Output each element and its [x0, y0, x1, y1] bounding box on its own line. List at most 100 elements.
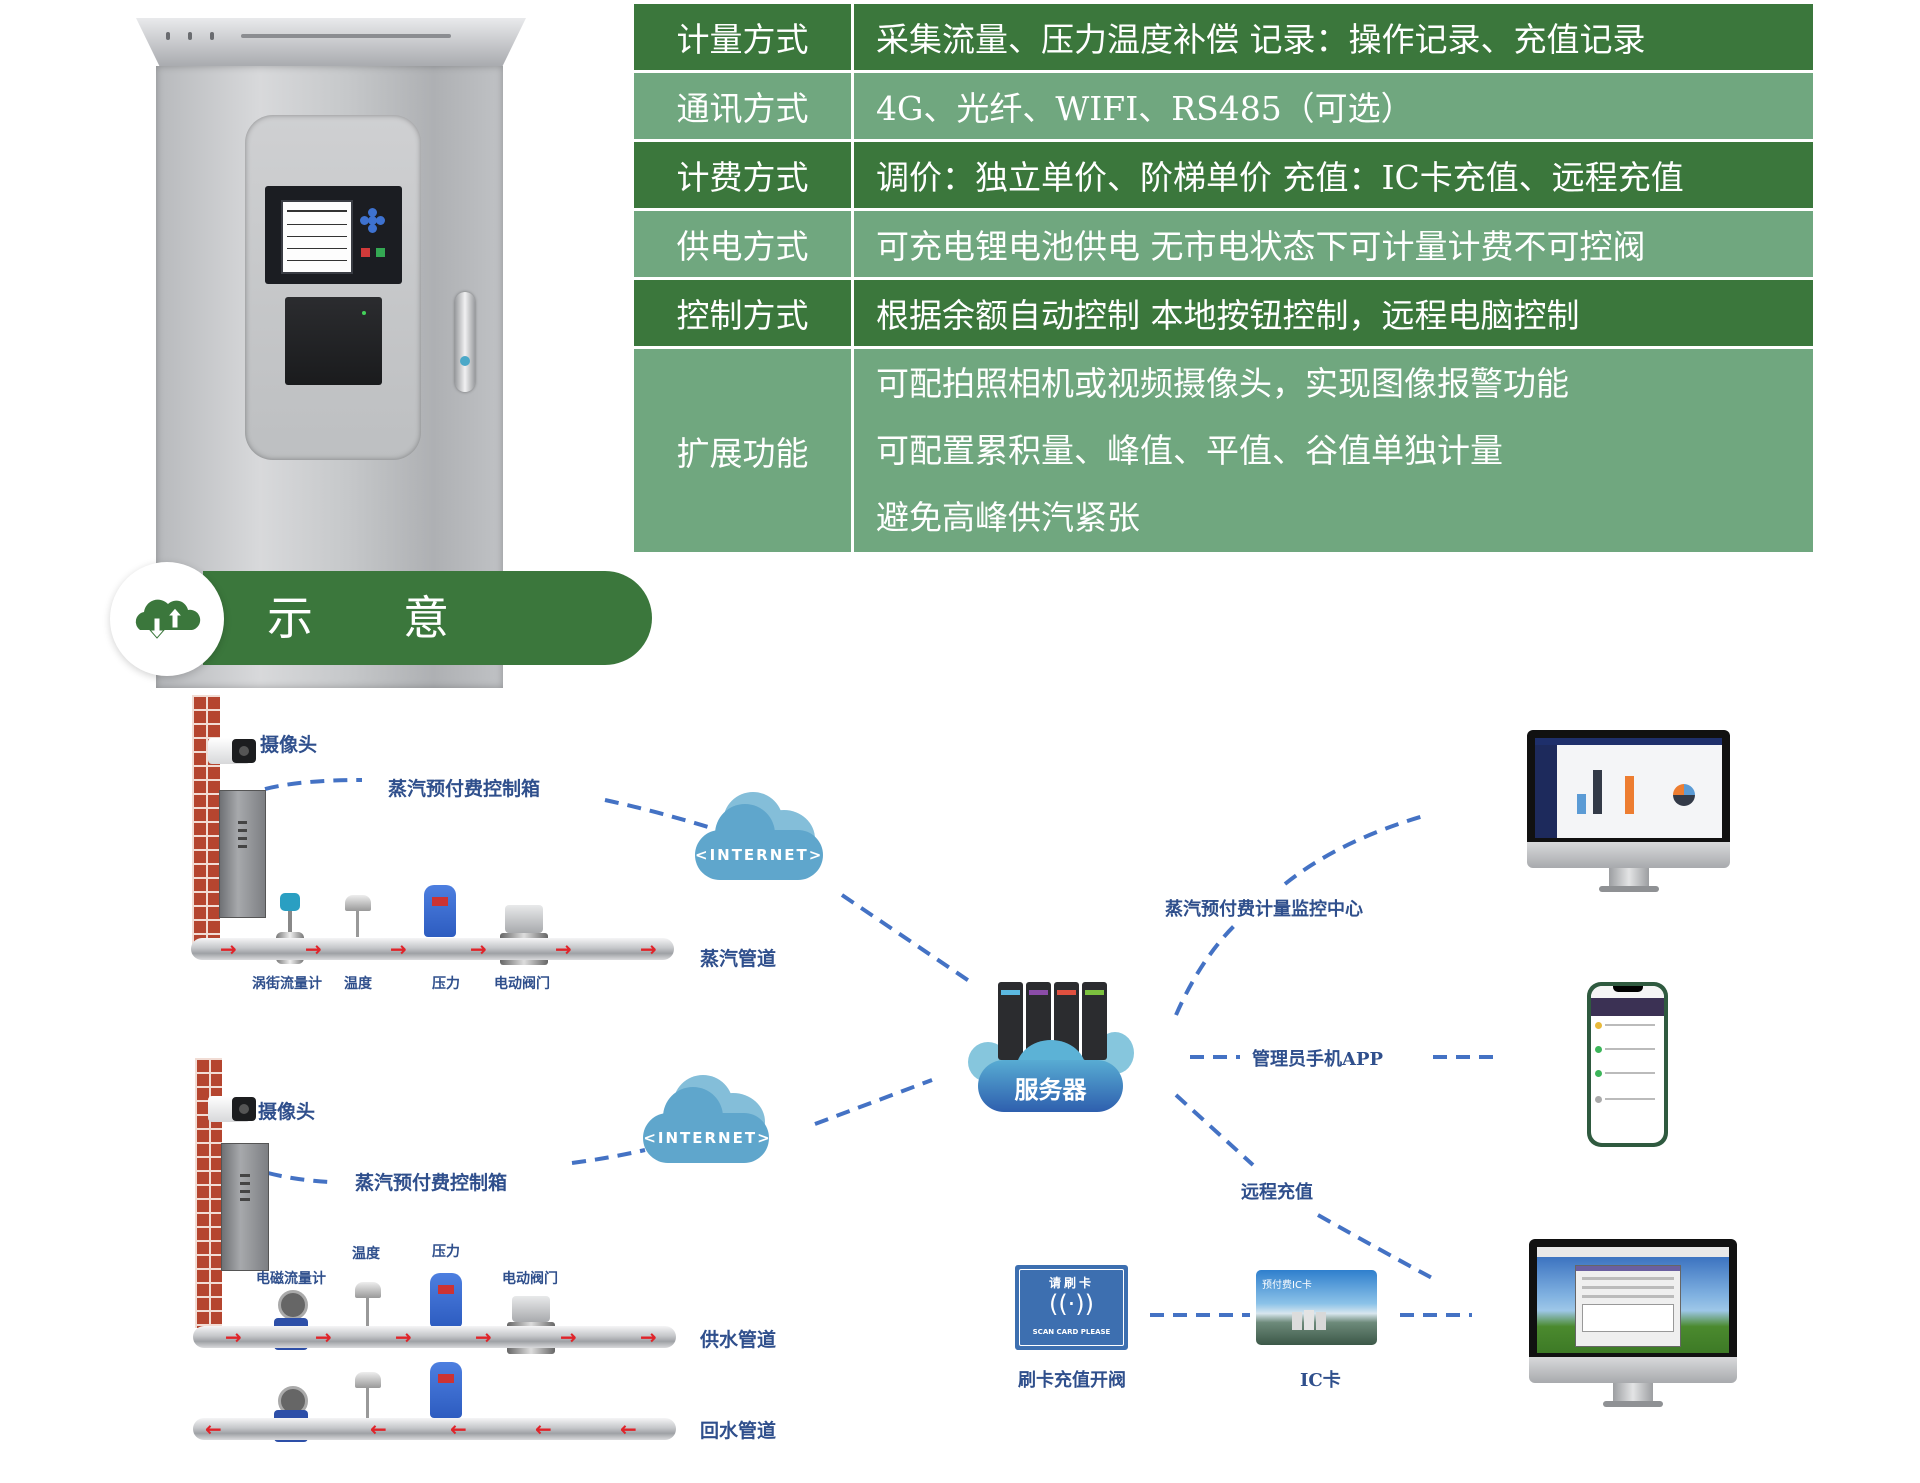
spec-value: 根据余额自动控制 本地按钮控制，远程电脑控制 [854, 280, 1813, 349]
chart-bar [1593, 770, 1602, 814]
electromagnetic-flowmeter-icon [278, 1290, 308, 1320]
nfc-wave-icon: ((·)) [1048, 1290, 1095, 1318]
spec-label: 扩展功能 [634, 349, 854, 555]
internet-cloud: <INTERNET> [643, 1075, 772, 1163]
link-server-remote [1174, 1093, 1255, 1167]
camera-icon [208, 1096, 256, 1122]
chart-bar [1577, 794, 1586, 814]
return-water-pipe [193, 1418, 676, 1440]
flow-arrow-icon: → [475, 1325, 492, 1349]
internet-label: <INTERNET> [695, 846, 824, 864]
cabinet-roof [136, 18, 526, 66]
instrument-label: 涡街流量计 [252, 976, 322, 992]
pressure-transmitter-icon [430, 1362, 462, 1418]
card-reader-label: 刷卡充值开阀 [1018, 1370, 1126, 1391]
internet-cloud: <INTERNET> [695, 792, 823, 880]
admin-phone [1587, 982, 1668, 1147]
card-reader-subtitle: SCAN CARD PLEASE [1032, 1328, 1111, 1336]
temperature-sensor-icon [345, 895, 371, 937]
link-box2-cloud [571, 1148, 646, 1165]
spec-value: 采集流量、压力温度补偿 记录：操作记录、充值记录 [854, 4, 1813, 73]
electric-valve-actuator-icon [505, 905, 543, 933]
flow-arrow-icon: → [390, 937, 407, 961]
camera-label: 摄像头 [260, 734, 318, 756]
flow-arrow-icon: ← [620, 1417, 637, 1441]
instrument-label: 压力 [432, 1244, 460, 1260]
server-label: 服务器 [1014, 1075, 1087, 1104]
spec-label: 计量方式 [634, 4, 854, 73]
supply-pipe-label: 供水管道 [700, 1329, 777, 1351]
flow-arrow-icon: → [395, 1325, 412, 1349]
recharge-dialog [1575, 1265, 1681, 1347]
control-box-label: 蒸汽预付费控制箱 [355, 1172, 508, 1194]
chart-bar [1625, 776, 1634, 814]
start-button-icon [376, 248, 385, 257]
spec-row: 计费方式调价：独立单价、阶梯单价 充值：IC卡充值、远程充值 [634, 142, 1813, 211]
supply-water-pipe [193, 1326, 676, 1348]
camera-icon [208, 738, 256, 764]
ic-card-reader [285, 297, 382, 385]
ic-card-label: IC卡 [1300, 1370, 1341, 1391]
flow-arrow-icon: → [640, 1325, 657, 1349]
camera-label: 摄像头 [258, 1101, 316, 1123]
admin-app-label: 管理员手机APP [1252, 1049, 1384, 1070]
spec-value: 调价：独立单价、阶梯单价 充值：IC卡充值、远程充值 [854, 142, 1813, 211]
flow-arrow-icon: ← [205, 1417, 222, 1441]
recharge-computer [1529, 1239, 1737, 1407]
internet-label: <INTERNET> [643, 1129, 772, 1147]
spec-row: 计量方式采集流量、压力温度补偿 记录：操作记录、充值记录 [634, 4, 1813, 73]
recharge-screen [1537, 1247, 1729, 1353]
phone-screen [1591, 986, 1664, 1143]
spec-label: 通讯方式 [634, 73, 854, 142]
flow-arrow-icon: ← [535, 1417, 552, 1441]
pressure-transmitter-icon [424, 885, 456, 937]
spec-row: 扩展功能可配拍照相机或视频摄像头，实现图像报警功能可配置累积量、峰值、平值、谷值… [634, 349, 1813, 555]
instrument-label: 电动阀门 [502, 1271, 558, 1287]
remote-recharge-label: 远程充值 [1241, 1182, 1313, 1203]
flow-arrow-icon: ← [370, 1417, 387, 1441]
link-remote-monitor [1317, 1213, 1433, 1280]
door-handle-icon [455, 292, 475, 392]
spec-value: 4G、光纤、WIFI、RS485（可选） [854, 73, 1813, 142]
instrument-label: 温度 [352, 1246, 380, 1262]
spec-row: 供电方式可充电锂电池供电 无市电状态下可计量计费不可控阀 [634, 211, 1813, 280]
spec-label: 控制方式 [634, 280, 854, 349]
link-box1-label [264, 778, 363, 791]
temperature-sensor-icon [355, 1282, 381, 1330]
instrument-label: 压力 [432, 976, 460, 992]
flow-arrow-icon: → [640, 937, 657, 961]
lcd-screen [281, 200, 353, 274]
link-box2-label [267, 1171, 331, 1184]
flow-arrow-icon: → [220, 937, 237, 961]
server-cloud: 服务器 [968, 982, 1134, 1117]
flow-arrow-icon: → [315, 1325, 332, 1349]
section-title: 示意图 [267, 591, 539, 739]
link-box1-cloud [604, 798, 719, 832]
temperature-sensor-icon [355, 1372, 381, 1420]
monitoring-center-computer [1527, 730, 1730, 892]
brick-wall [192, 695, 220, 950]
spec-label: 供电方式 [634, 211, 854, 280]
controller-display [265, 186, 402, 284]
ic-card: 预付费IC卡 [1256, 1270, 1377, 1345]
link-cloud1-server [840, 893, 977, 987]
spec-value: 可配拍照相机或视频摄像头，实现图像报警功能可配置累积量、峰值、平值、谷值单独计量… [854, 349, 1813, 555]
flow-arrow-icon: → [555, 937, 572, 961]
spec-value-line: 可配置累积量、峰值、平值、谷值单独计量 [876, 431, 1503, 470]
control-box-icon [219, 790, 266, 918]
section-banner: 示意图 [203, 571, 652, 739]
spec-value-line: 可配拍照相机或视频摄像头，实现图像报警功能 [876, 364, 1569, 403]
instrument-label: 电磁流量计 [256, 1271, 326, 1287]
pressure-transmitter-icon [430, 1273, 462, 1327]
return-pipe-label: 回水管道 [700, 1420, 777, 1442]
chart-pie [1673, 784, 1695, 806]
spec-row: 控制方式根据余额自动控制 本地按钮控制，远程电脑控制 [634, 280, 1813, 349]
flow-arrow-icon: → [470, 937, 487, 961]
link-cloud2-server [814, 1078, 933, 1126]
link-server-monitor-center [1174, 923, 1237, 1016]
spec-label: 计费方式 [634, 142, 854, 211]
control-box-label: 蒸汽预付费控制箱 [388, 778, 541, 800]
